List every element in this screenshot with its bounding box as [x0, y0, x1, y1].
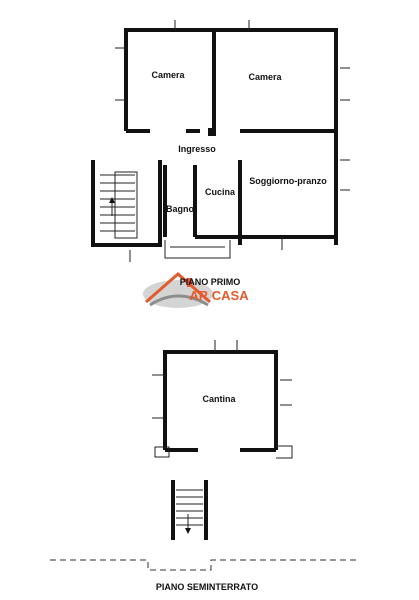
wall-left-bedroom [124, 28, 216, 131]
wall-stair-lower [171, 480, 208, 540]
wall-bagno [163, 165, 197, 237]
balcony-outline [164, 240, 231, 259]
upper-floor-plan [91, 20, 350, 262]
room-label-bagno: Bagno [166, 204, 195, 214]
column-marker [208, 128, 216, 136]
floor-label-seminterrato: PIANO SEMINTERRATO [156, 582, 258, 592]
door-marks [115, 20, 350, 262]
room-label-ingresso: Ingresso [178, 144, 216, 154]
room-label-cucina: Cucina [205, 187, 236, 197]
arcasa-logo [143, 272, 213, 308]
floor-label-primo: PIANO PRIMO [180, 277, 241, 287]
wall-cantina [163, 350, 278, 450]
lower-floor-plan [50, 340, 356, 571]
stair-treads [100, 171, 138, 239]
wall-cucina [195, 160, 336, 245]
wall-stair [91, 160, 162, 247]
door-marks-lower [152, 340, 292, 419]
brand-name: AR CASA [189, 288, 249, 303]
stair-treads-lower [176, 489, 203, 534]
wall-right-bedroom [214, 28, 338, 245]
boundary-dashed [50, 559, 356, 571]
room-label-camera-left: Camera [151, 70, 185, 80]
room-label-soggiorno: Soggiorno-pranzo [249, 176, 327, 186]
room-label-camera-right: Camera [248, 72, 282, 82]
room-label-cantina: Cantina [202, 394, 236, 404]
